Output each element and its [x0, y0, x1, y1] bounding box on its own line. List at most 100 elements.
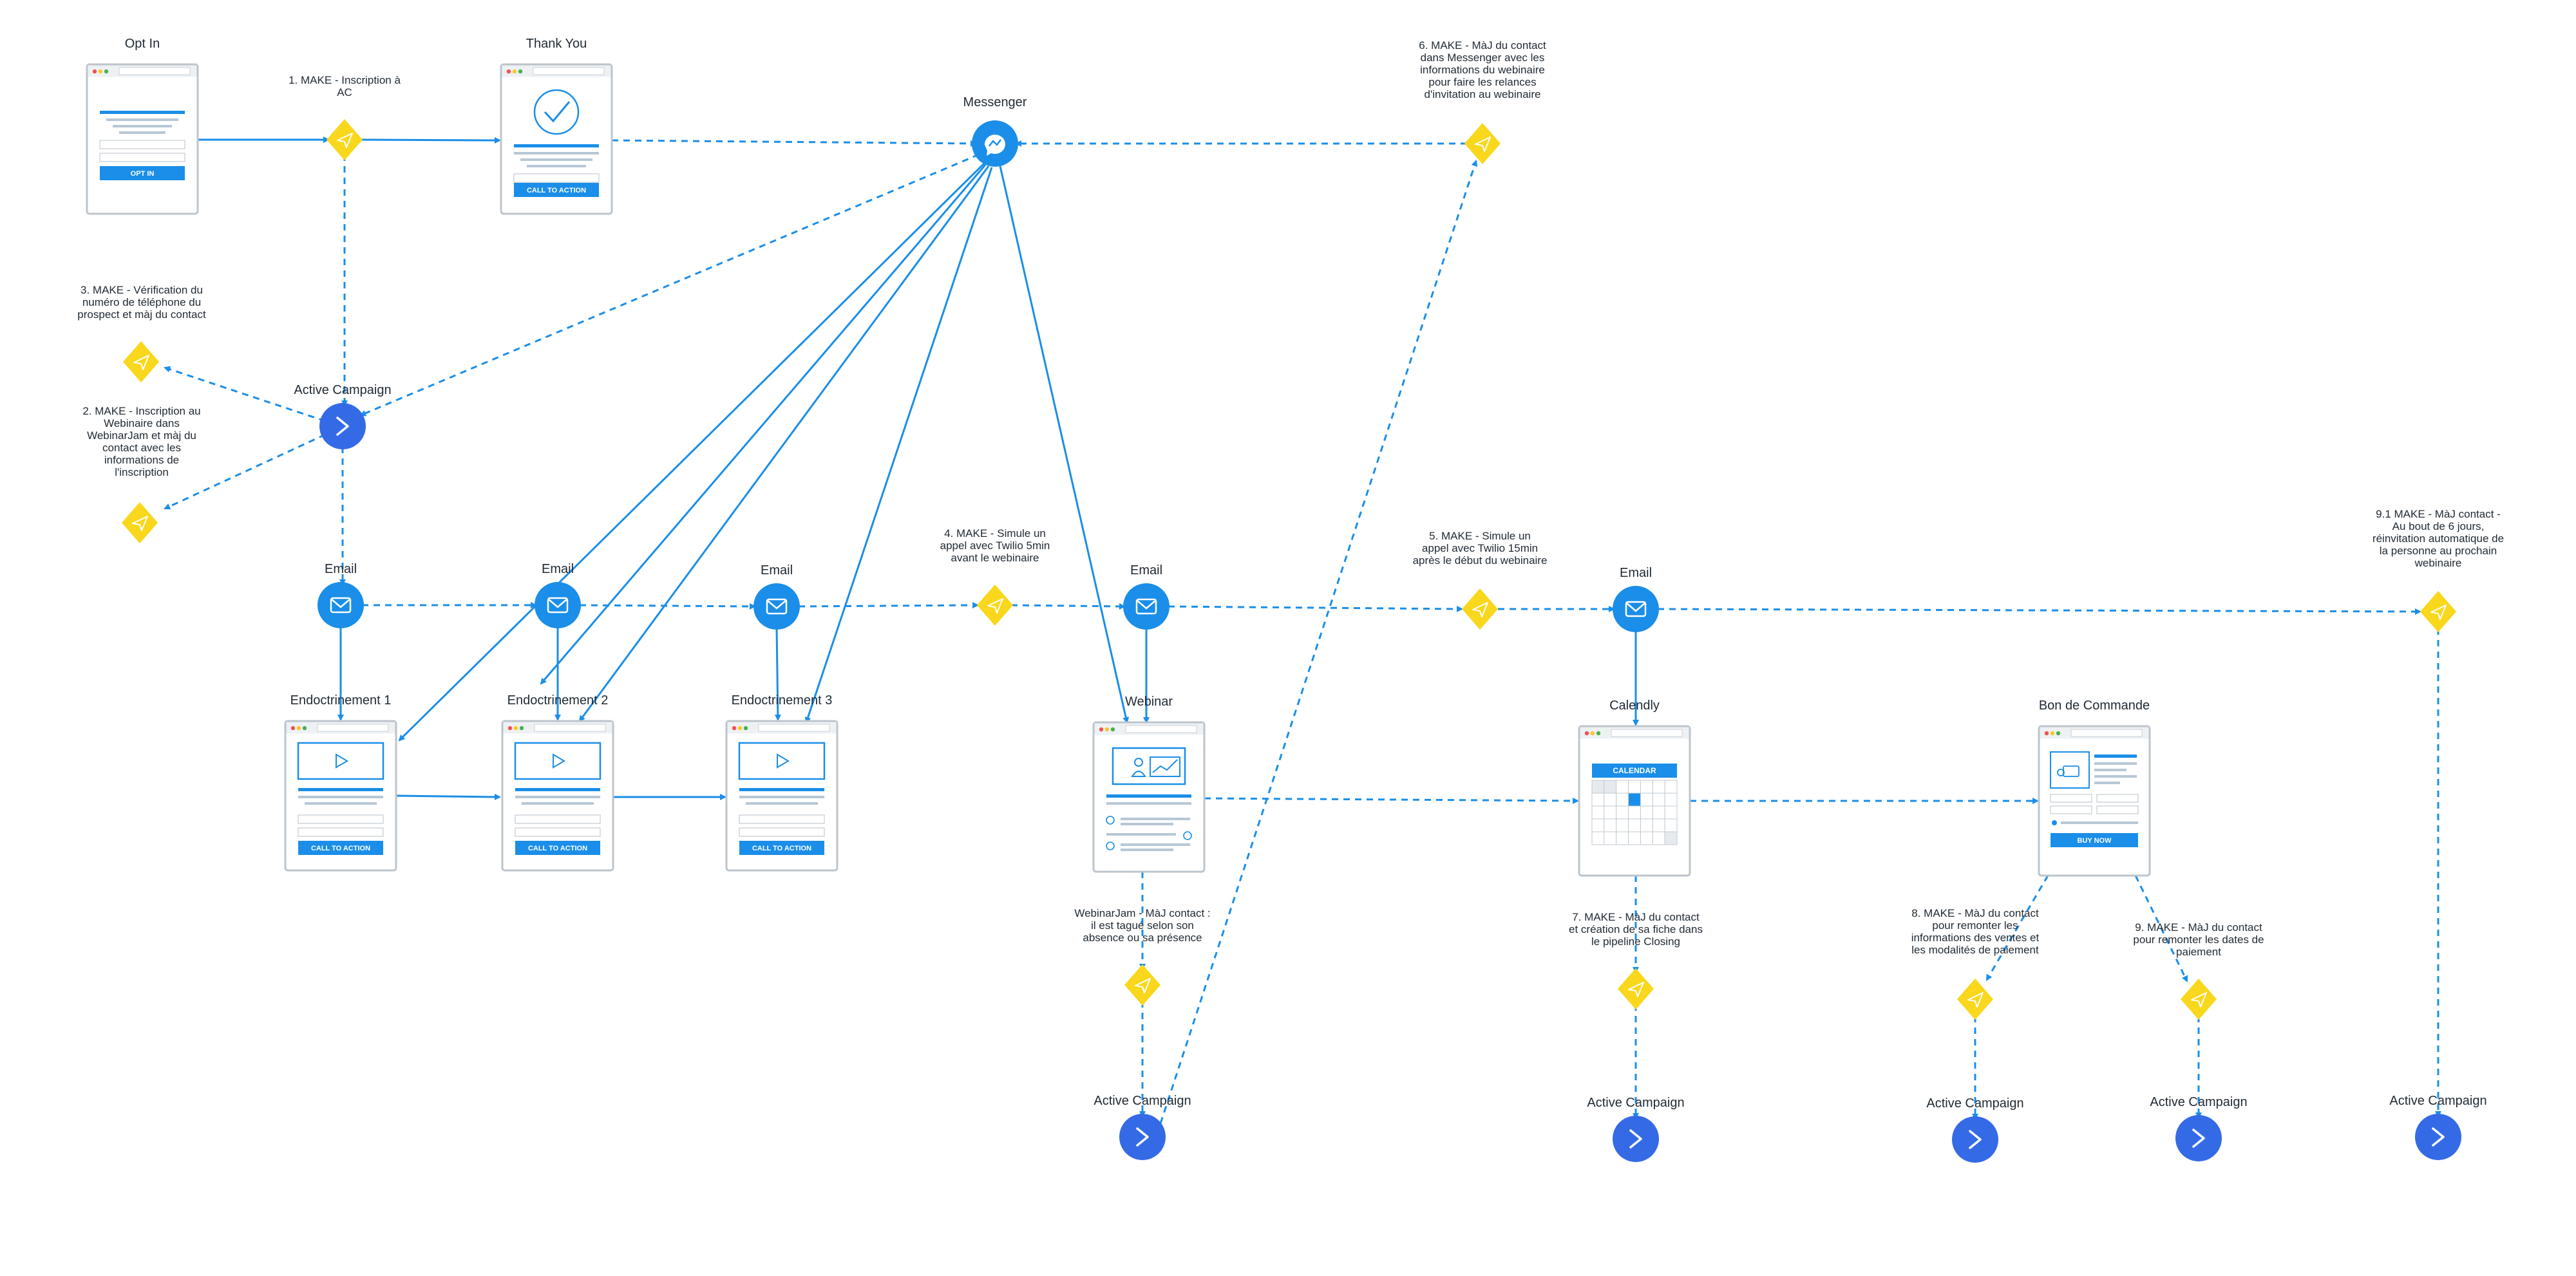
calendar-day-cell[interactable] [1616, 780, 1629, 794]
calendar-day-cell[interactable] [1664, 780, 1678, 794]
node-email1[interactable]: Email [317, 562, 364, 628]
node-ac_main[interactable]: Active Campaign [294, 383, 392, 449]
text-line [522, 802, 594, 805]
window-dot-icon [302, 726, 307, 731]
make-m1[interactable]: 1. MAKE - Inscription àAC [289, 74, 401, 160]
connections [164, 136, 2441, 1124]
form-field [298, 827, 384, 837]
calendar-day-cell[interactable] [1591, 780, 1605, 794]
cta-button[interactable] [100, 166, 185, 180]
radio-icon[interactable] [2052, 820, 2057, 825]
calendar-day-cell[interactable] [1604, 831, 1617, 845]
make-label-line: pour remonter les dates de [2133, 934, 2264, 946]
cta-button[interactable] [298, 841, 383, 855]
presenter-icon [1134, 758, 1143, 767]
make-label-line: d'invitation au webinaire [1425, 88, 1541, 100]
calendar-day-cell[interactable] [1640, 793, 1653, 807]
calendar-day-cell[interactable] [1664, 831, 1678, 845]
calendar-day-cell[interactable] [1652, 793, 1665, 807]
calendar-day-cell[interactable] [1604, 780, 1617, 794]
cta-button[interactable] [739, 841, 824, 855]
node-ac_8[interactable]: Active Campaign [1926, 1096, 2024, 1163]
cta-button[interactable] [514, 183, 599, 197]
calendar-day-cell[interactable] [1628, 818, 1641, 832]
messenger-icon [984, 135, 1005, 156]
window-dot-icon [743, 726, 748, 731]
make-diamond-shape [1462, 588, 1498, 630]
calendar-day-cell[interactable] [1628, 793, 1641, 807]
make-label-line: 5. MAKE - Simule un [1429, 530, 1531, 542]
node-email4[interactable]: Email [1123, 563, 1170, 630]
node-ac_91[interactable]: Active Campaign [2389, 1094, 2487, 1160]
node-ac_9[interactable]: Active Campaign [2150, 1095, 2248, 1161]
calendar-day-cell[interactable] [1628, 780, 1641, 794]
node-messenger[interactable]: Messenger [963, 95, 1027, 167]
calendar-day-cell[interactable] [1640, 805, 1653, 820]
node-email3[interactable]: Email [753, 563, 800, 630]
node-circle [319, 403, 366, 449]
buy-now-button[interactable] [2050, 833, 2138, 847]
node-ac_web[interactable]: Active Campaign [1094, 1094, 1191, 1160]
connector-24 [578, 165, 990, 722]
cta-button[interactable] [515, 841, 600, 855]
calendar-day-cell[interactable] [1664, 805, 1678, 820]
calendar-day-cell[interactable] [1652, 818, 1665, 832]
calendar-day-cell[interactable] [1628, 831, 1641, 845]
node-ac_cal[interactable]: Active Campaign [1587, 1096, 1685, 1162]
make-mwj[interactable]: WebinarJam - MàJ contact :il est tagué s… [1074, 907, 1211, 1006]
chart-board-icon [1150, 756, 1180, 777]
calendar-day-cell[interactable] [1591, 793, 1605, 807]
make-label-line: avant le webinaire [951, 552, 1039, 564]
page-webinar[interactable]: Webinar [1092, 695, 1206, 873]
page-label: Calendly [1609, 699, 1660, 713]
calendar-day-cell[interactable] [1616, 793, 1629, 807]
calendar-day-cell[interactable] [1640, 831, 1653, 845]
window-dot-icon [737, 726, 743, 731]
calendar-day-cell[interactable] [1652, 831, 1665, 845]
make-label-line: après le début du webinaire [1413, 554, 1548, 567]
node-email2[interactable]: Email [535, 562, 581, 628]
calendar-day-cell[interactable] [1616, 805, 1629, 820]
calendar-day-cell[interactable] [1616, 831, 1629, 845]
make-m91[interactable]: 9.1 MAKE - MàJ contact -Au bout de 6 jou… [2372, 508, 2504, 632]
connector-12 [579, 603, 756, 610]
calendar-day-cell[interactable] [1604, 793, 1617, 807]
calendar-day-cell[interactable] [1664, 818, 1678, 832]
calendar-day-cell[interactable] [1591, 805, 1605, 820]
calendar-day-cell[interactable] [1591, 818, 1605, 832]
text-line [113, 125, 172, 127]
calendar-day-cell[interactable] [1591, 831, 1605, 845]
text-line [2094, 755, 2137, 758]
calendar-day-cell[interactable] [1628, 805, 1641, 820]
calendar-day-cell[interactable] [1604, 818, 1617, 832]
calendar-day-cell[interactable] [1640, 818, 1653, 832]
calendar-day-cell[interactable] [1604, 805, 1617, 820]
window-dot-icon [98, 69, 103, 74]
address-bar [534, 724, 606, 732]
node-email5[interactable]: Email [1613, 566, 1659, 632]
calendar-day-cell[interactable] [1652, 805, 1665, 820]
calendar-day-cell[interactable] [1652, 780, 1665, 794]
form-field [2096, 805, 2139, 814]
calendar-day-cell[interactable] [1640, 780, 1653, 794]
calendar-day-cell[interactable] [1616, 818, 1629, 832]
calendar-day-cell[interactable] [1664, 793, 1678, 807]
